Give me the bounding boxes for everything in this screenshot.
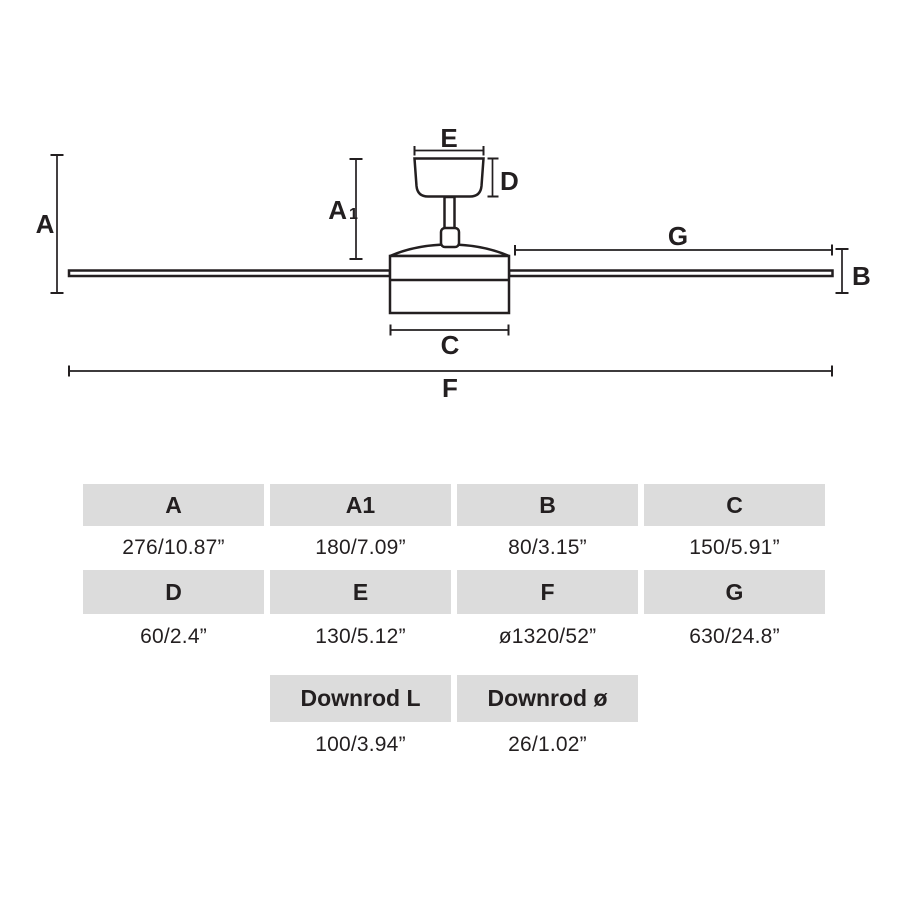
- motor-body: [388, 254, 511, 315]
- dim-label-f: F: [442, 373, 458, 403]
- downrod-coupler: [439, 226, 461, 249]
- table-header-downrod-dia: Downrod ø: [457, 675, 638, 722]
- table-value-c: 150/5.91”: [644, 526, 825, 570]
- table-header-e: E: [270, 570, 451, 614]
- table-value-g: 630/24.8”: [644, 614, 825, 660]
- dimensions-table: A A1 B C 276/10.87” 180/7.09” 80/3.15” 1…: [83, 484, 825, 768]
- table-value-a: 276/10.87”: [83, 526, 264, 570]
- table-value-a1: 180/7.09”: [270, 526, 451, 570]
- table-header-a1: A1: [270, 484, 451, 526]
- table-header-c: C: [644, 484, 825, 526]
- dim-label-a1: A: [328, 195, 347, 225]
- table-header-b: B: [457, 484, 638, 526]
- dim-label-b: B: [852, 261, 871, 291]
- dim-label-g: G: [668, 221, 688, 251]
- table-header-d: D: [83, 570, 264, 614]
- table-header-f: F: [457, 570, 638, 614]
- table-value-downrod-l: 100/3.94”: [270, 722, 451, 768]
- dim-label-a1-subscript: 1: [349, 206, 358, 223]
- dim-label-c: C: [441, 330, 460, 360]
- table-value-f: ø1320/52”: [457, 614, 638, 660]
- dim-label-a: A: [36, 209, 55, 239]
- dim-label-e: E: [440, 123, 457, 153]
- table-value-d: 60/2.4”: [83, 614, 264, 660]
- table-value-e: 130/5.12”: [270, 614, 451, 660]
- table-value-downrod-dia: 26/1.02”: [457, 722, 638, 768]
- table-header-downrod-l: Downrod L: [270, 675, 451, 722]
- dim-label-d: D: [500, 166, 519, 196]
- ceiling-canopy: [413, 157, 485, 198]
- table-header-a: A: [83, 484, 264, 526]
- fan-blade-left: [67, 269, 392, 278]
- table-value-b: 80/3.15”: [457, 526, 638, 570]
- table-header-g: G: [644, 570, 825, 614]
- ceiling-fan-dimension-diagram: A A 1 E D G B C F: [36, 123, 871, 403]
- fan-blade-right: [507, 269, 834, 278]
